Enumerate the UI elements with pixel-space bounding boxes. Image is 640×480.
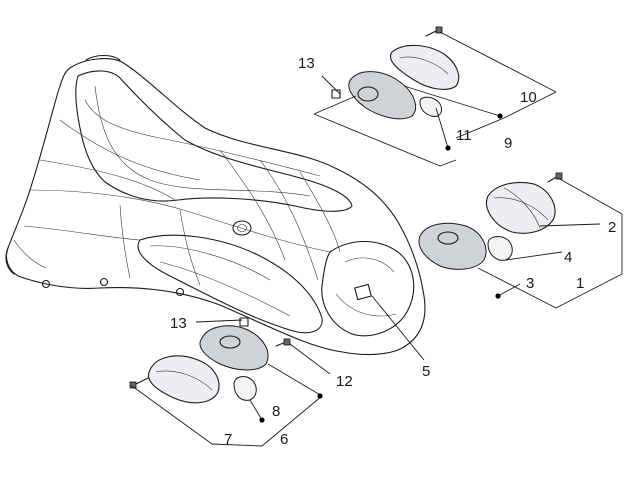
leader-dots — [259, 113, 503, 423]
reflector-3 — [418, 222, 487, 270]
bulb-4 — [487, 236, 513, 261]
bulb-8 — [233, 376, 257, 401]
callout-13-lower: 13 — [170, 315, 187, 332]
lens-2 — [486, 181, 556, 234]
callout-7: 7 — [224, 431, 232, 448]
reflector-11 — [348, 71, 416, 120]
callout-3: 3 — [526, 275, 534, 292]
callout-1: 1 — [576, 275, 584, 292]
bulb-11 — [419, 96, 443, 117]
callout-2: 2 — [608, 219, 616, 236]
callout-9: 9 — [504, 135, 512, 152]
callout-labels: 13 10 11 9 2 4 3 1 5 13 12 8 7 6 — [170, 55, 616, 448]
clip-13-upper — [331, 89, 341, 99]
callout-13-upper: 13 — [298, 55, 315, 72]
callout-12: 12 — [336, 373, 353, 390]
screw-2 — [547, 172, 563, 183]
callout-6: 6 — [280, 431, 288, 448]
lens-7 — [148, 355, 220, 404]
screw-7 — [129, 377, 149, 389]
callout-8: 8 — [272, 403, 280, 420]
right-indicator-assembly — [418, 172, 563, 270]
screw-10 — [425, 26, 443, 37]
lens-10 — [390, 44, 460, 90]
screw-12 — [275, 338, 291, 347]
upper-indicator-assembly — [331, 26, 460, 120]
callout-5: 5 — [422, 363, 430, 380]
callout-10: 10 — [520, 89, 537, 106]
clip-13-lower — [239, 317, 249, 327]
lower-indicator-assembly — [129, 317, 291, 404]
callout-11: 11 — [456, 127, 472, 144]
callout-4: 4 — [564, 249, 572, 266]
front-shield-body — [5, 54, 426, 355]
leader-lines — [131, 31, 623, 447]
